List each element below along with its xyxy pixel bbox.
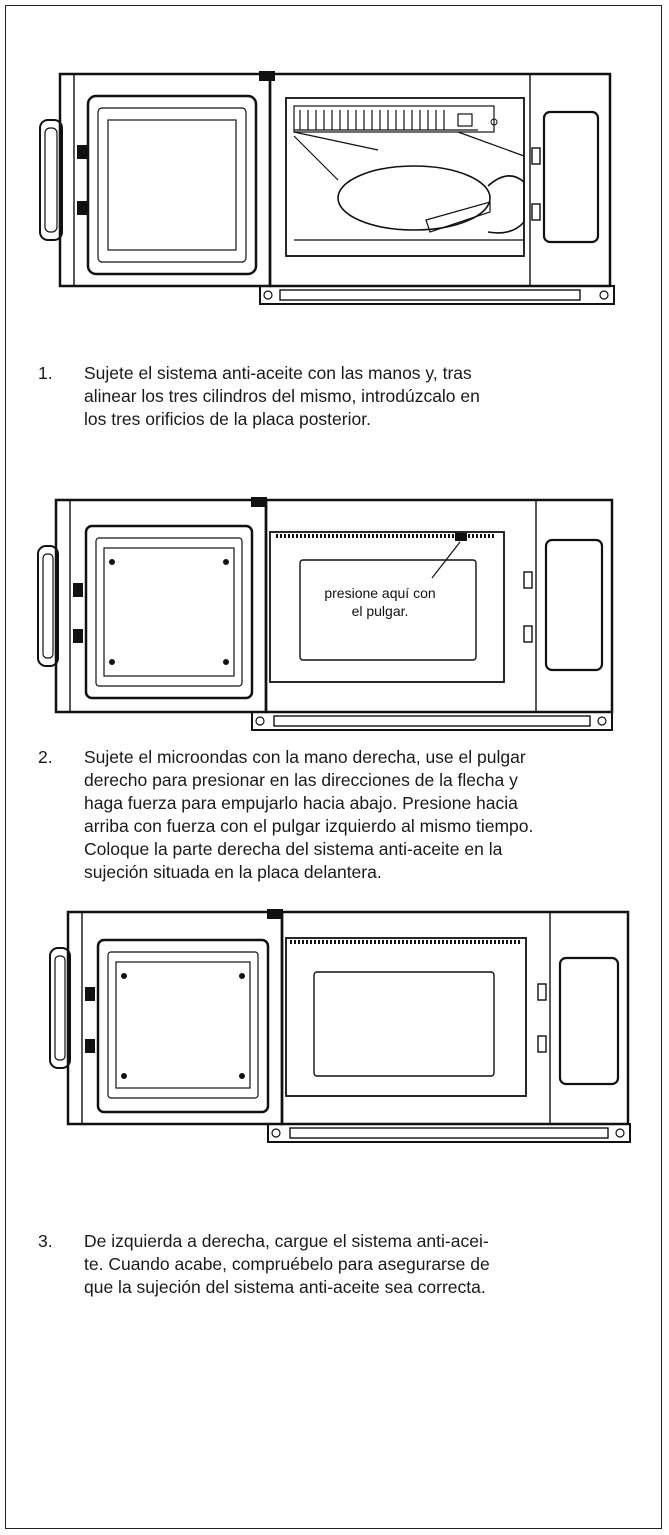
step-text-line: derecho para presionar en las direccione…: [84, 770, 518, 790]
page-border: [5, 5, 662, 1529]
microwave-illustration-3: [49, 909, 631, 1143]
step-text-line: haga fuerza para empujarlo hacia abajo. …: [84, 793, 518, 813]
step-text-line: arriba con fuerza con el pulgar izquierd…: [84, 816, 534, 836]
step-text-line: Sujete el microondas con la mano derecha…: [84, 747, 526, 767]
step-number: 1.: [38, 363, 53, 383]
step-text-line: te. Cuando acabe, compruébelo para asegu…: [84, 1254, 490, 1274]
instruction-step-3: 3. De izquierda a derecha, cargue el sis…: [38, 1230, 638, 1305]
callout-line: presione aquí con: [324, 585, 435, 601]
step-text-line: Coloque la parte derecha del sistema ant…: [84, 839, 503, 859]
microwave-illustration-2: presione aquí con el pulgar.: [37, 497, 614, 731]
microwave-illustration-1: [39, 71, 615, 305]
step-text-line: alinear los tres cilindros del mismo, in…: [84, 386, 480, 406]
step-number: 3.: [38, 1231, 53, 1251]
instruction-step-1: 1. Sujete el sistema anti-aceite con las…: [38, 362, 638, 437]
instruction-step-2: 2. Sujete el microondas con la mano dere…: [38, 746, 658, 886]
callout-line: el pulgar.: [352, 603, 409, 619]
step-text-line: sujeción situada en la placa delantera.: [84, 862, 382, 882]
step-text-line: De izquierda a derecha, cargue el sistem…: [84, 1231, 489, 1251]
step-number: 2.: [38, 747, 53, 767]
step-text-line: que la sujeción del sistema anti-aceite …: [84, 1277, 486, 1297]
step-text-line: Sujete el sistema anti-aceite con las ma…: [84, 363, 472, 383]
step-text-line: los tres orificios de la placa posterior…: [84, 409, 371, 429]
